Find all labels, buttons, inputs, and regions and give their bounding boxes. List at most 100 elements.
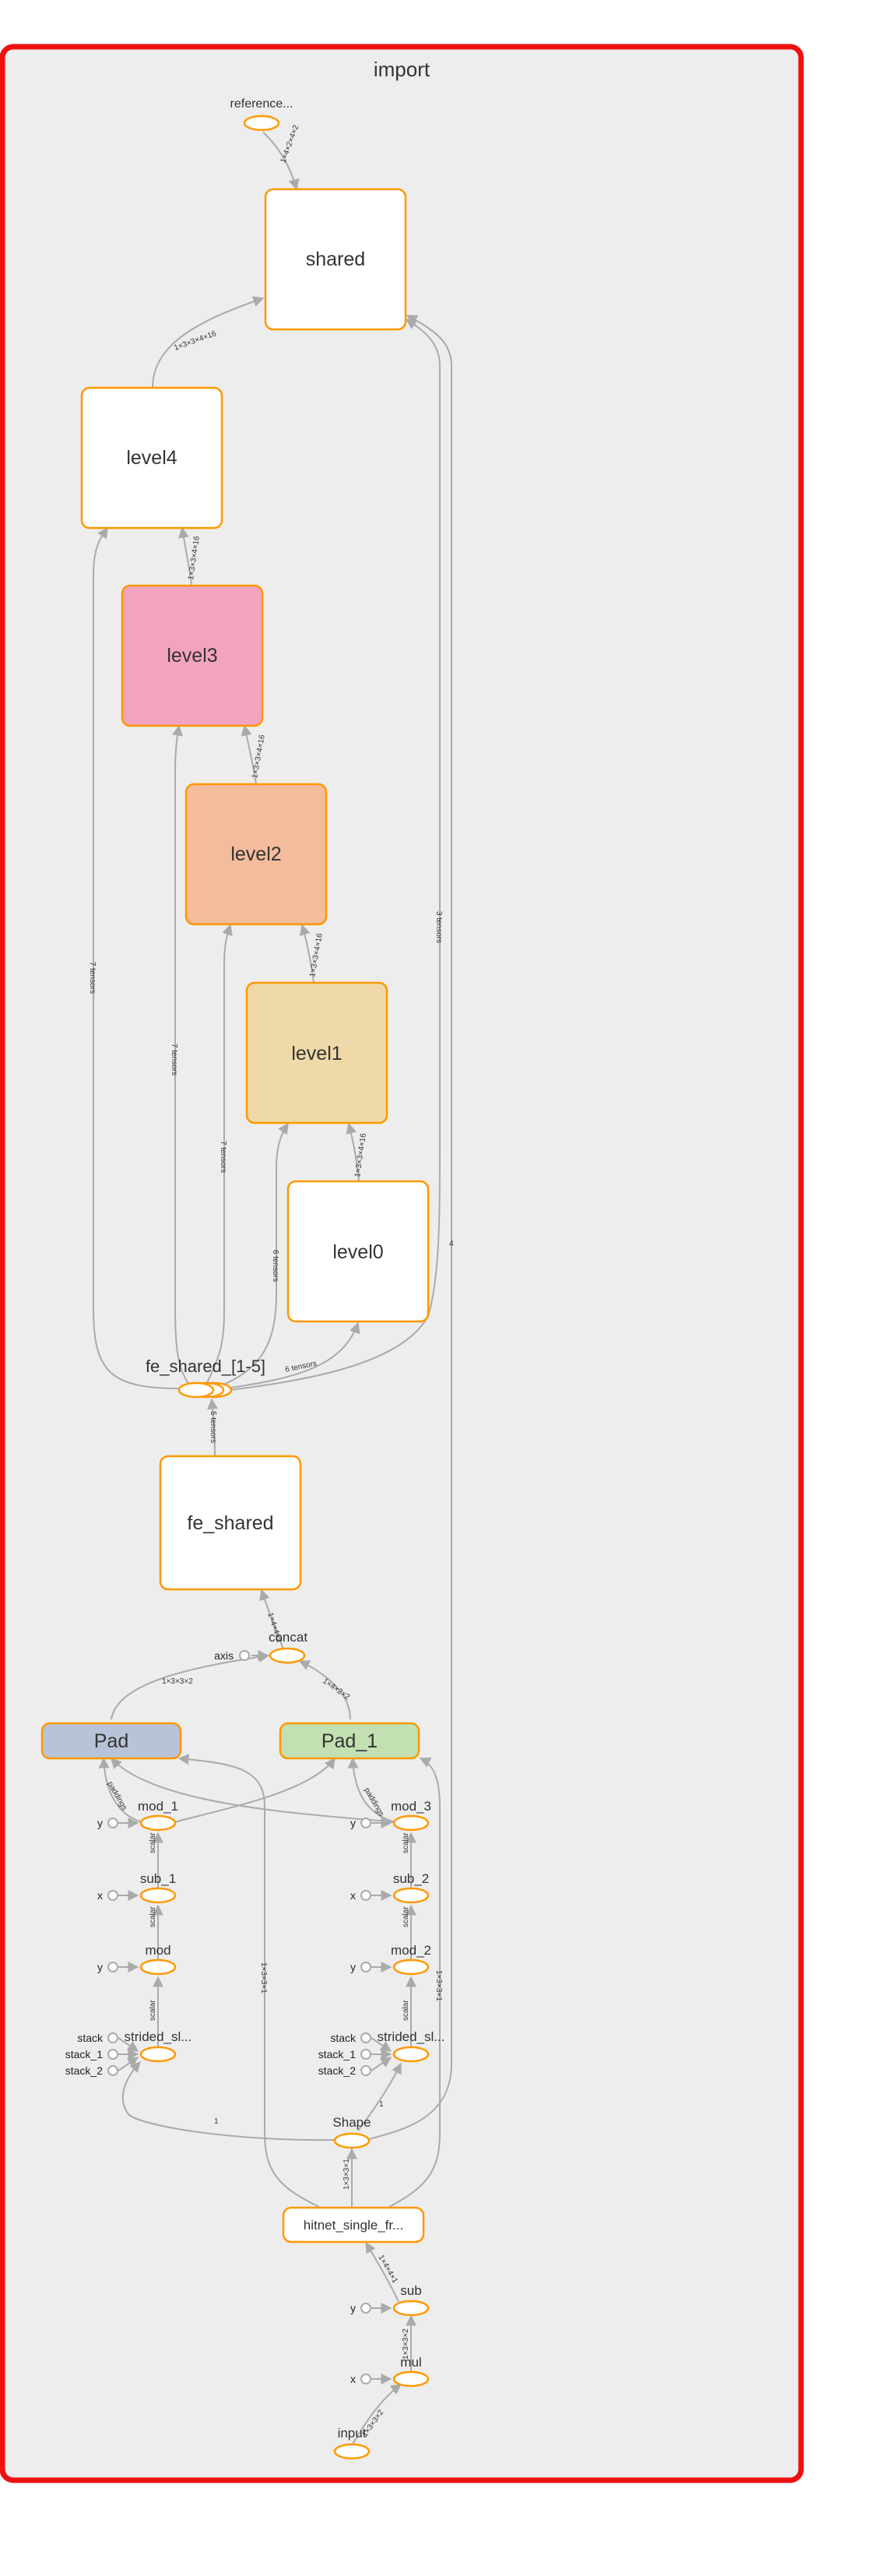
const-stack-right[interactable]	[360, 2032, 371, 2043]
const-stack2-left[interactable]	[107, 2065, 118, 2076]
container-title: import	[374, 58, 430, 81]
node-hitnet[interactable]	[282, 2206, 425, 2243]
node-mod-3[interactable]	[392, 1814, 430, 1832]
const-axis[interactable]	[239, 1650, 250, 1661]
edge-reference-shared	[262, 132, 300, 191]
node-mod-1[interactable]	[139, 1814, 177, 1832]
const-x-sub1[interactable]	[107, 1890, 118, 1901]
const-x-sub2[interactable]	[360, 1890, 371, 1901]
edge-stack2-strided-r	[371, 2057, 392, 2071]
label-shape-hit: 1×3×3×1	[343, 2159, 351, 2190]
const-stack-left[interactable]	[107, 2032, 118, 2043]
node-pad[interactable]	[40, 1722, 182, 1760]
const-stack-right-label: stack	[330, 2032, 357, 2044]
edge-fe-level1	[213, 1122, 289, 1389]
node-reference-label: reference...	[230, 97, 293, 111]
node-sub-1-label: sub_1	[140, 1871, 176, 1886]
nodes: reference... shared level4 level3 level2…	[40, 97, 445, 2460]
node-mod[interactable]	[139, 1958, 177, 1976]
node-pad-1[interactable]	[279, 1722, 420, 1760]
label-scalar-5: scalar	[402, 1906, 410, 1927]
node-input[interactable]	[333, 2443, 371, 2460]
node-mod-1-label: mod_1	[138, 1799, 178, 1814]
label-scalar-3: scalar	[149, 2000, 157, 2021]
node-fe-shared-group-label: fe_shared_[1-5]	[146, 1357, 265, 1376]
node-shared[interactable]	[264, 188, 407, 331]
edge-level1-level2	[299, 924, 314, 984]
node-fe-shared-group[interactable]	[177, 1381, 215, 1399]
const-stack1-left[interactable]	[107, 2049, 118, 2060]
node-mod-2-label: mod_2	[391, 1943, 431, 1958]
edge-fe-level4	[93, 526, 180, 1389]
edge-level0-level1	[346, 1122, 360, 1182]
node-level1-label: level1	[291, 1043, 342, 1065]
const-y-mod1[interactable]	[107, 1818, 118, 1828]
const-x-mul-label: x	[350, 2373, 356, 2385]
const-stack2-right[interactable]	[360, 2065, 371, 2076]
node-sub-2[interactable]	[392, 1887, 430, 1904]
node-mod-2[interactable]	[392, 1958, 430, 1976]
label-scalar-2: scalar	[149, 1906, 157, 1927]
edge-hitnet-pad1	[388, 1757, 441, 2208]
label-one-left: 1	[214, 2117, 219, 2126]
node-level0-label: level0	[332, 1241, 383, 1263]
node-pad-label: Pad	[94, 1730, 128, 1752]
const-y-mod[interactable]	[107, 1962, 118, 1972]
node-level0[interactable]	[286, 1180, 430, 1323]
node-level1[interactable]	[245, 981, 388, 1124]
const-x-sub2-label: x	[350, 1889, 356, 1902]
node-concat-label: concat	[269, 1630, 307, 1645]
edge-fe-level2	[203, 924, 233, 1389]
node-fe-shared[interactable]	[159, 1455, 302, 1591]
const-stack1-right[interactable]	[360, 2049, 371, 2060]
node-fe-shared-label: fe_shared	[187, 1512, 273, 1534]
edge-shape-shared-4	[365, 315, 452, 2141]
edge-mod1-pad1	[174, 1757, 336, 1823]
node-reference[interactable]	[243, 114, 280, 132]
edge-level3-level4	[177, 526, 192, 586]
node-hitnet-label: hitnet_single_fr...	[304, 2218, 404, 2233]
const-stack2-left-label: stack_2	[65, 2064, 103, 2077]
label-one-right: 1	[379, 2100, 384, 2109]
edge-shape-strided-r	[357, 2062, 402, 2131]
node-shape[interactable]	[333, 2132, 371, 2149]
const-y-mod3-label: y	[350, 1817, 356, 1829]
const-y-mod2-label: y	[350, 1961, 356, 1973]
node-level3[interactable]	[121, 584, 264, 727]
const-y-mod2[interactable]	[360, 1962, 371, 1972]
const-y-sub[interactable]	[360, 2303, 371, 2314]
label-pad1-long: 1×3×3×1	[434, 1970, 443, 2001]
node-concat[interactable]	[269, 1647, 306, 1664]
label-t5: 5 tensors	[209, 1411, 217, 1443]
node-sub-1[interactable]	[139, 1887, 177, 1904]
label-pad-long: 1×3×3×1	[259, 1962, 268, 1994]
node-strided-right[interactable]	[392, 2046, 430, 2063]
edge-level2-level3	[241, 724, 257, 785]
edge-sub-hitnet	[365, 2241, 399, 2303]
node-mul[interactable]	[392, 2370, 430, 2388]
node-strided-right-label: strided_sl...	[378, 2029, 445, 2044]
label-t7c: 7 tensors	[219, 1141, 227, 1173]
edge-fe-shared-group	[207, 1398, 219, 1456]
const-stack1-left-label: stack_1	[65, 2048, 103, 2060]
const-stack1-right-label: stack_1	[318, 2048, 356, 2060]
edge-stack2-strided-l	[118, 2057, 139, 2071]
node-level2[interactable]	[184, 783, 328, 926]
node-shared-label: shared	[306, 248, 365, 270]
const-x-mul[interactable]	[360, 2374, 371, 2384]
const-y-mod-label: y	[97, 1961, 103, 1973]
const-x-sub1-label: x	[97, 1889, 103, 1902]
node-sub[interactable]	[392, 2300, 430, 2317]
const-y-mod3[interactable]	[360, 1818, 371, 1828]
label-t7a: 7 tensors	[88, 962, 97, 994]
const-y-sub-label: y	[350, 2302, 356, 2314]
edge-fe-level3	[172, 724, 192, 1389]
label-t6a: 6 tensors	[271, 1250, 279, 1282]
node-strided-left[interactable]	[139, 2046, 177, 2063]
node-mod-label: mod	[145, 1943, 170, 1958]
node-level4[interactable]	[80, 386, 223, 530]
const-axis-label: axis	[214, 1649, 234, 1662]
edge-mod3-pad	[111, 1757, 396, 1823]
label-scalar-1: scalar	[149, 1832, 157, 1853]
